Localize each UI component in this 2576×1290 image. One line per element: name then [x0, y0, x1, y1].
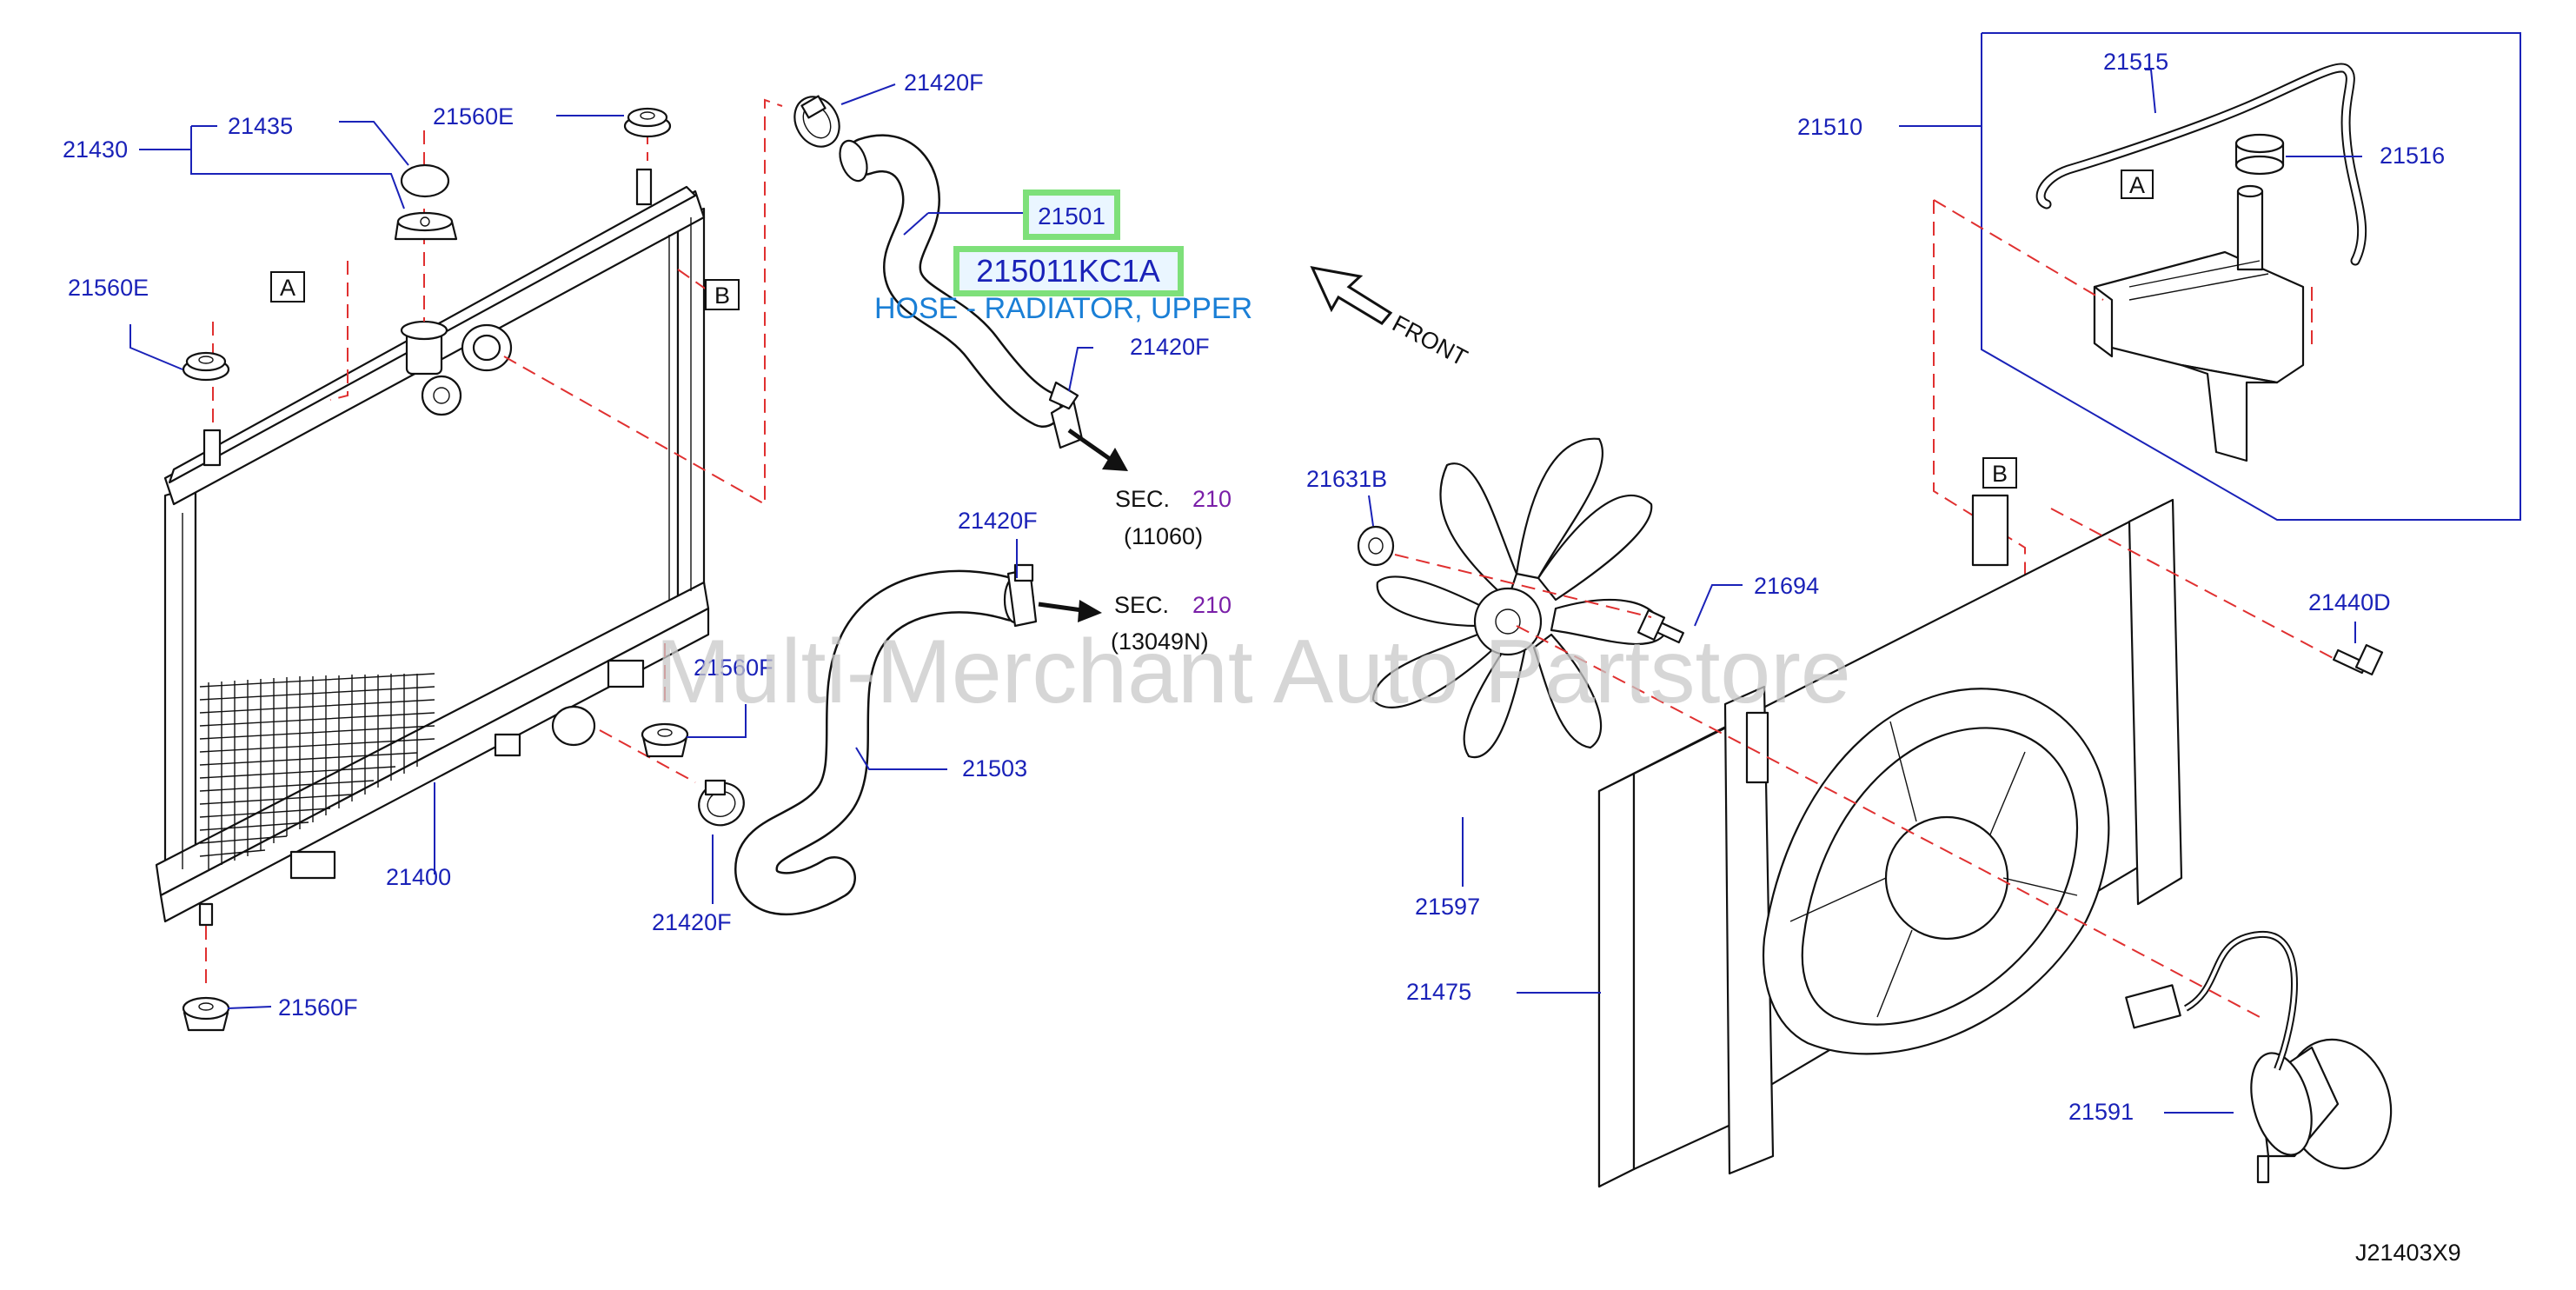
label-21694[interactable]: 21694: [1754, 573, 1819, 599]
grommet-21560F-mid[interactable]: [641, 722, 689, 758]
assembly-lines-right: [1394, 508, 2339, 1018]
highlight-description: HOSE - RADIATOR, UPPER: [874, 292, 1252, 325]
label-21475[interactable]: 21475: [1406, 979, 1471, 1005]
cap-21435[interactable]: [400, 163, 450, 198]
ref-box-a-left: A: [270, 271, 305, 303]
grommet-21560F-bottom[interactable]: [182, 996, 230, 1032]
diagram-code: J21403X9: [2355, 1240, 2461, 1266]
highlight-short-part[interactable]: 21501: [1023, 190, 1120, 240]
svg-text:21501: 21501: [1038, 203, 1105, 229]
svg-text:A: A: [2129, 172, 2145, 198]
svg-text:B: B: [714, 283, 730, 309]
svg-text:B: B: [1992, 461, 2008, 487]
radiator-core-fins: [199, 673, 435, 869]
highlight-part-number[interactable]: 215011KC1A: [953, 246, 1184, 296]
watermark: Multi-Merchant Auto Partstore: [655, 622, 1851, 722]
grommet-21560E-left[interactable]: [182, 351, 230, 382]
radiator-21400[interactable]: [155, 168, 710, 927]
svg-text:A: A: [280, 275, 295, 301]
clamp-21420F-lowmid[interactable]: [1006, 563, 1038, 628]
svg-text:(13049N): (13049N): [1111, 628, 1209, 655]
clamp-21420F-bottom[interactable]: [693, 777, 749, 832]
svg-text:(11060): (11060): [1124, 523, 1203, 549]
flow-arrow-upper: [1067, 428, 1128, 471]
svg-text:SEC.: SEC.: [1115, 486, 1170, 512]
svg-text:SEC.: SEC.: [1114, 592, 1169, 618]
reservoir-tank-21510[interactable]: [2093, 184, 2305, 462]
label-21560F-bottom[interactable]: 21560F: [278, 994, 358, 1021]
front-direction-arrow: [1310, 266, 1393, 325]
section-ref-upper[interactable]: SEC. 210 (11060): [1115, 486, 1232, 549]
bolt-21694[interactable]: [1637, 608, 1684, 644]
nut-21631B[interactable]: [1357, 525, 1395, 567]
fan-shroud-21475[interactable]: [1597, 494, 2183, 1188]
reservoir-cap-21516[interactable]: [2234, 133, 2285, 176]
reservoir-hose-21515[interactable]: [2035, 63, 2367, 266]
label-21560F-mid[interactable]: 21560F: [694, 655, 773, 681]
label-21591[interactable]: 21591: [2068, 1099, 2134, 1125]
cap-body-21430[interactable]: [394, 211, 458, 241]
label-21597[interactable]: 21597: [1415, 894, 1480, 920]
svg-text:210: 210: [1192, 486, 1232, 512]
svg-text:215011KC1A: 215011KC1A: [976, 253, 1160, 289]
label-21420F-bottom[interactable]: 21420F: [652, 909, 732, 935]
label-21430[interactable]: 21430: [63, 136, 128, 163]
label-21510[interactable]: 21510: [1797, 114, 1862, 140]
label-21503[interactable]: 21503: [962, 755, 1027, 781]
flow-arrow-lower: [1038, 600, 1102, 622]
front-label: FRONT: [1388, 310, 1471, 371]
reservoir-assembly-box: [1981, 32, 2521, 521]
label-21440D[interactable]: 21440D: [2308, 589, 2391, 615]
grommet-21560E-top[interactable]: [623, 107, 672, 138]
section-ref-lower[interactable]: SEC. 210 (13049N): [1111, 592, 1232, 655]
fan-motor-21591[interactable]: [2125, 930, 2405, 1184]
leader-lines: [129, 69, 2362, 1114]
ref-box-b-right: B: [1982, 457, 2017, 489]
ref-box-a-reservoir: A: [2121, 170, 2154, 199]
label-21420F-lowmid[interactable]: 21420F: [958, 508, 1038, 534]
label-21420F-top[interactable]: 21420F: [904, 70, 984, 96]
hose-radiator-upper-21501[interactable]: [835, 134, 1062, 428]
label-21560E-left[interactable]: 21560E: [68, 275, 149, 301]
label-21515[interactable]: 21515: [2103, 49, 2168, 75]
label-21516[interactable]: 21516: [2380, 143, 2445, 169]
label-21631B[interactable]: 21631B: [1306, 466, 1387, 492]
svg-text:210: 210: [1192, 592, 1232, 618]
clamp-21420F-top[interactable]: [786, 89, 848, 155]
bolt-21440D[interactable]: [2333, 643, 2384, 676]
label-21435[interactable]: 21435: [228, 113, 293, 139]
label-21560E-top[interactable]: 21560E: [433, 103, 514, 130]
label-21420F-mid[interactable]: 21420F: [1130, 334, 1210, 360]
cooling-fan-21597[interactable]: [1371, 437, 1666, 759]
ref-box-b-left: B: [705, 279, 740, 310]
label-21400[interactable]: 21400: [386, 864, 451, 890]
